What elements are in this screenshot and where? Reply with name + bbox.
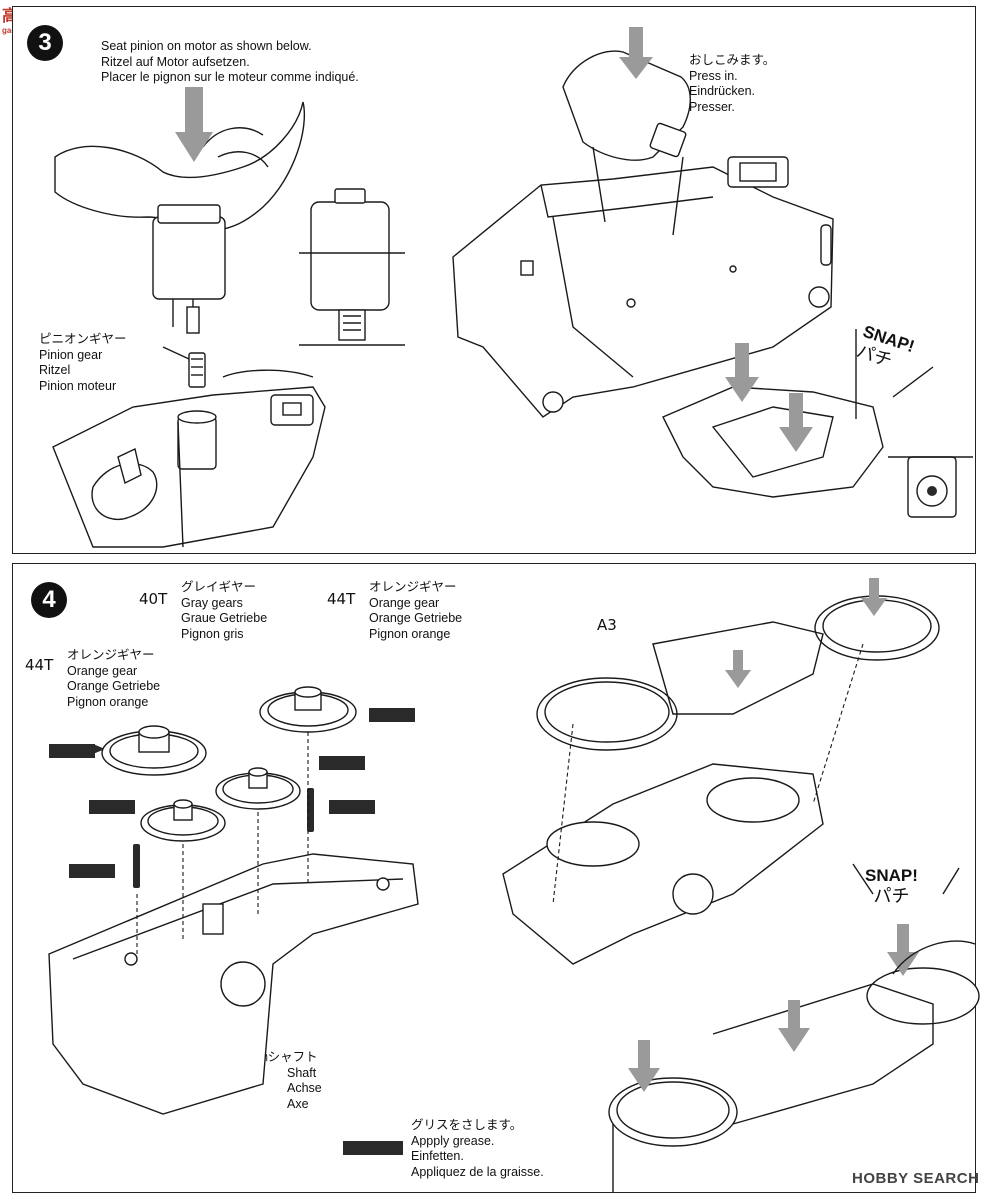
gear-40t-teeth: 40T bbox=[139, 590, 168, 608]
pinion-label-fr: Pinion moteur bbox=[39, 378, 117, 393]
grease-label: グリスをさします。 Appply grease. Einfetten. Appl… bbox=[411, 1118, 544, 1180]
gear40-en: Gray gears bbox=[181, 595, 243, 610]
shaft-en: Shaft bbox=[287, 1065, 317, 1080]
hobby-search-watermark: HOBBY SEARCH bbox=[852, 1170, 980, 1187]
motor-in-hand bbox=[152, 204, 226, 334]
chassis-right bbox=[452, 156, 834, 418]
hand-drawing bbox=[54, 101, 306, 231]
step-4-panel: 4 40T グレイギヤー Gray gears Graue Getriebe P… bbox=[12, 563, 980, 1193]
gear-40t-right bbox=[215, 767, 301, 810]
gear44r-ja: オレンジギヤー bbox=[369, 580, 457, 594]
gearbox-assembly-right bbox=[502, 578, 940, 965]
gear44r-en: Orange gear bbox=[369, 595, 440, 610]
snap4-ja: パチ bbox=[873, 886, 910, 906]
gear40-fr: Pignon gris bbox=[181, 626, 244, 641]
step-4-illustration bbox=[48, 578, 980, 1192]
press-arrow-left bbox=[175, 87, 213, 162]
orange-gear-right-label: オレンジギヤー Orange gear Orange Getriebe Pign… bbox=[369, 580, 462, 642]
part-label-a3: A3 bbox=[597, 616, 617, 634]
pinion-gear-label: ピニオンギヤー Pinion gear Ritzel Pinion moteur bbox=[39, 332, 127, 394]
step-3-illustration bbox=[52, 27, 973, 548]
gear44r-fr: Pignon orange bbox=[369, 626, 451, 641]
gear-44t-left bbox=[101, 725, 207, 776]
step-4-snap-label: SNAP! パチ bbox=[865, 866, 918, 906]
step-3-instruction: Seat pinion on motor as shown below. Rit… bbox=[101, 39, 359, 86]
gear-44t-right-teeth: 44T bbox=[327, 590, 356, 608]
grease-en: Appply grease. bbox=[411, 1133, 495, 1148]
press-label-fr: Presser. bbox=[689, 99, 735, 114]
motor-pressed-drawing bbox=[562, 27, 691, 236]
press-label-ja: おしこみます。 bbox=[689, 53, 776, 67]
instruction-en: Seat pinion on motor as shown below. bbox=[101, 39, 312, 53]
motor-standalone-drawing bbox=[299, 188, 405, 346]
orange-gear-left-label: オレンジギヤー Orange gear Orange Getriebe Pign… bbox=[67, 648, 160, 710]
gear44r-de: Orange Getriebe bbox=[369, 611, 463, 625]
pinion-label-de: Ritzel bbox=[39, 363, 71, 377]
step-3-number: 3 bbox=[27, 25, 63, 61]
gray-gears-label: グレイギヤー Gray gears Graue Getriebe Pignon … bbox=[181, 580, 267, 642]
gear44l-de: Orange Getriebe bbox=[67, 679, 161, 693]
press-in-label: おしこみます。 Press in. Eindrücken. Presser. bbox=[689, 53, 775, 115]
gear-44t-left-teeth: 44T bbox=[25, 656, 54, 674]
snap-detail-drawing bbox=[662, 329, 973, 518]
gear44l-en: Orange gear bbox=[67, 663, 138, 678]
grease-tube-icons bbox=[49, 708, 415, 1155]
shafts bbox=[133, 788, 314, 888]
step-4-number: 4 bbox=[31, 582, 67, 618]
press-label-de: Eindrücken. bbox=[689, 84, 756, 98]
gear44l-fr: Pignon orange bbox=[67, 694, 149, 709]
pinion-gear-drawing bbox=[162, 346, 206, 388]
grease-ja: グリスをさします。 bbox=[411, 1118, 523, 1132]
press-label-en: Press in. bbox=[689, 68, 738, 83]
gearbox-chassis-left bbox=[48, 732, 419, 1115]
gear40-de: Graue Getriebe bbox=[181, 611, 268, 625]
shaft-de: Achse bbox=[287, 1081, 322, 1095]
instruction-de: Ritzel auf Motor aufsetzen. bbox=[101, 54, 250, 69]
pinion-label-ja: ピニオンギヤー bbox=[39, 332, 127, 346]
shaft-fr: Axe bbox=[287, 1096, 309, 1111]
gear-40t-middle bbox=[140, 799, 226, 842]
snap4-en: SNAP! bbox=[865, 866, 918, 885]
pinion-label-en: Pinion gear bbox=[39, 347, 103, 362]
grease-fr: Appliquez de la graisse. bbox=[411, 1164, 544, 1179]
gear-44t-right bbox=[259, 686, 357, 733]
gearbox-assembly-snap bbox=[608, 863, 980, 1192]
instruction-fr: Placer le pignon sur le moteur comme ind… bbox=[101, 70, 359, 84]
gear40-ja: グレイギヤー bbox=[181, 580, 257, 594]
grease-de: Einfetten. bbox=[411, 1149, 464, 1163]
step-3-panel: 3 Seat pinion on motor as shown below. R… bbox=[12, 6, 976, 554]
chassis-left bbox=[52, 369, 326, 548]
gear44l-ja: オレンジギヤー bbox=[67, 648, 155, 662]
